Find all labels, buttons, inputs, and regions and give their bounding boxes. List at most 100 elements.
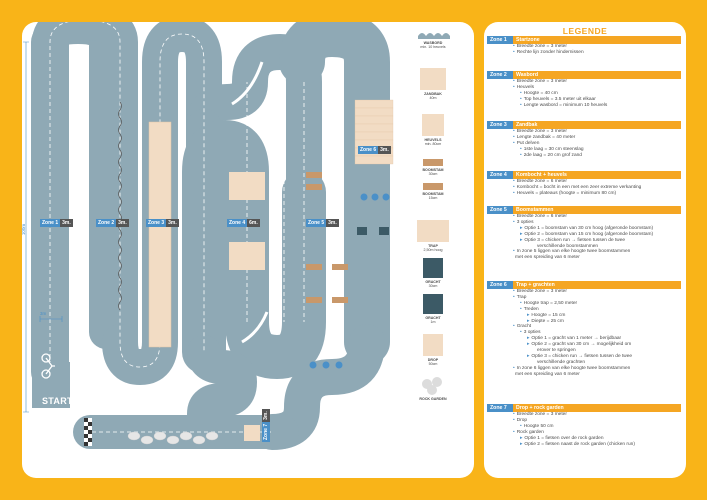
legend-line: ▸Optie 1 = boomstam van 30 cm hoog (afge… <box>487 226 681 232</box>
legend-zone-badge: Zone 1 <box>487 36 513 44</box>
legend-line: ▸Optie 3 = chicken run → fietsen tussen … <box>487 238 681 244</box>
obstacle-icon-rock-garden <box>422 377 442 395</box>
legend-line-text: Optie 1 = gracht van 1 meter → berijdbaa… <box>531 336 622 342</box>
legend-zone-badge: Zone 3 <box>487 121 513 129</box>
legend-bullet: • <box>520 306 522 312</box>
legend-line: •Breedte zone = 6 meter <box>487 214 681 220</box>
legend-bullet: • <box>513 184 515 190</box>
legend-line-text: Breedte zone = 3 meter <box>516 79 567 84</box>
legend-line: •3 opties <box>487 330 681 336</box>
legend-line: •Kombocht = bocht in een met een zeer ex… <box>487 185 681 191</box>
legend-line-text: Breedte zone = 3 meter <box>516 289 567 294</box>
legend-line-text: verschillende boomstammen <box>537 243 599 249</box>
legend-zone-badge: Zone 2 <box>487 71 513 79</box>
legend-line-text: Optie 3 = chicken run → fietsen tussen d… <box>531 353 633 359</box>
start-label: START <box>42 396 73 406</box>
legend-line-text: verschillende grachten <box>537 359 585 365</box>
legend-zone-title: Trap + grachten <box>513 281 681 289</box>
legend-zone-title: Drop + rock garden <box>513 404 681 412</box>
legend-line-text: Rock garden <box>516 429 544 435</box>
legend-bullet: • <box>513 249 515 255</box>
legend-line-text: Rechte lijn zonder hindernissen <box>516 49 584 55</box>
legend-bullet: • <box>520 152 522 158</box>
wasbord-hills <box>118 101 122 311</box>
dimension-length-marker <box>23 41 29 413</box>
legend-bullet: • <box>513 417 515 423</box>
legend-line: ▸Optie 2 = fietsen naast de rock garden … <box>487 442 681 448</box>
legend-line: •1ste laag = 30 cm steenslag <box>487 147 681 153</box>
legend-bullet: • <box>513 294 515 300</box>
legend-line: •Drop <box>487 418 681 424</box>
legend-line-text: Lengte wasbord = minimum 10 heuvels <box>523 102 608 108</box>
legend-zone-title: Kombocht + heuvels <box>513 171 681 179</box>
legend-line-text: Hoogte = 15 cm <box>531 312 566 318</box>
legend-line: •Heuvels <box>487 85 681 91</box>
legend-bullet: • <box>520 300 522 306</box>
legend-zone-badge: Zone 4 <box>487 171 513 179</box>
legend-line-text: Optie 2 = gracht van 30 cm → mogelijkhei… <box>531 342 632 348</box>
legend-line: met een spreiding van 6 meter <box>487 372 681 378</box>
legend-zone-title: Startzone <box>513 36 681 44</box>
legend-line-text: Lengte zandbak = 40 meter <box>516 134 576 140</box>
legend-line-text: Breedte zone = 6 meter <box>516 179 567 184</box>
legend-bullet: • <box>513 179 515 184</box>
legend-line: •Rock garden <box>487 430 681 436</box>
option-markers <box>309 193 390 369</box>
legend-line: •Lengte zandbak = 40 meter <box>487 135 681 141</box>
legend-line: •Hoogte = 40 cm <box>487 91 681 97</box>
start-zone <box>32 362 70 408</box>
legend-line-text: Breedte zone = 3 meter <box>516 412 567 417</box>
legend-bullet: • <box>520 330 522 336</box>
legend-line: •Breedte zone = 3 meter <box>487 129 681 135</box>
legend-bullet: • <box>513 429 515 435</box>
legend-line: ▸Optie 1 = gracht van 1 meter → berijdba… <box>487 336 681 342</box>
legend-line-text: Diepte = 25 cm <box>531 318 564 324</box>
obstacle-icon-gracht-1m <box>423 294 443 314</box>
legend-bullet: • <box>513 214 515 219</box>
legend-zone-badge: Zone 7 <box>487 404 513 412</box>
caption-rock-garden: ROCK GARDEN <box>419 397 447 401</box>
zandbak-sandbox <box>148 121 172 348</box>
dimension-width-marker <box>39 316 63 322</box>
legend-line: •Treden <box>487 307 681 313</box>
legend-line-text: 1ste laag = 30 cm steenslag <box>523 146 584 152</box>
legend-bullet: • <box>520 90 522 96</box>
legend-line-text: Breedte zone = 6 meter <box>516 214 567 219</box>
zone6-ditches <box>357 227 389 235</box>
legend-bullet: • <box>513 412 515 417</box>
legend-line-text: Heuvels <box>516 84 535 90</box>
legend-line-text: Optie 1 = boomstam van 30 cm hoog (afger… <box>524 225 654 231</box>
legend-line-text: Breedte zone = 3 meter <box>516 44 567 49</box>
legend-line: ▸Hoogte = 15 cm <box>487 313 681 319</box>
legend-bullet: ▸ <box>520 225 523 231</box>
legend-bullet: • <box>513 219 515 225</box>
legend-line: ▸Diepte = 25 cm <box>487 319 681 325</box>
legend-line-text: In zone 6 liggen van elke hoogte twee bo… <box>516 365 631 371</box>
legend-line: •Breedte zone = 3 meter <box>487 44 681 50</box>
legend-line-text: Breedte zone = 3 meter <box>516 129 567 134</box>
zone4-hill-bottom <box>229 242 265 270</box>
legend-line-text: Top heuvels = 3.5 meter uit elkaar <box>523 96 596 102</box>
legend-line: •Trap <box>487 295 681 301</box>
legend-line-text: Optie 2 = fietsen naast de rock garden (… <box>524 441 635 447</box>
legend-line: •In zone 6 liggen van elke hoogte twee b… <box>487 366 681 372</box>
legend-line: •Breedte zone = 3 meter <box>487 289 681 295</box>
legend-bullet: ▸ <box>520 435 523 441</box>
legend-line-text: Heuvels = plateaus (hoogte = minimum 80 … <box>516 190 617 196</box>
finish-flag <box>84 418 92 446</box>
legend-line: •Lengte wasbord = minimum 10 heuvels <box>487 103 681 109</box>
legend-line: erover te springen <box>487 348 681 354</box>
legend-line: verschillende grachten <box>487 360 681 366</box>
berm-curve-top <box>231 61 264 106</box>
dimension-length-label: 100m <box>22 223 27 236</box>
course-map <box>23 22 450 450</box>
